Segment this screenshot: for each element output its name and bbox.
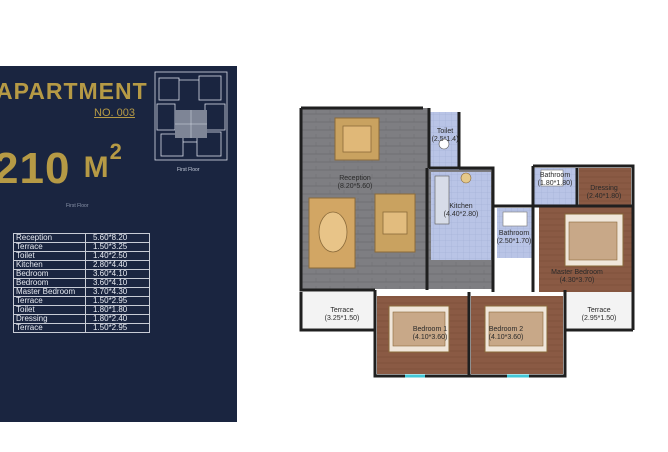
bedroom2-dims: (4.10*3.60) [489,334,524,341]
room-size-cell: 1.50*2.95 [85,323,150,333]
area-readout: 210 M2 [0,139,123,194]
dressing-label: Dressing [590,185,618,192]
kitchen-label: Kitchen [449,203,472,210]
reception-dims: (8.20*5.60) [338,183,373,190]
bedroom2-label: Bedroom 2 [489,326,523,333]
floor-plan: Reception (8.20*5.60) Toilet (2.5*1.4) K… [299,106,635,378]
reception-label: Reception [339,175,371,182]
bedroom1-dims: (4.10*3.60) [413,334,448,341]
area-exponent: 2 [109,139,123,165]
furniture [308,117,624,353]
bathroom2-label: Bathroom [540,172,571,179]
toilet-dims: (2.5*1.4) [432,136,459,143]
area-unit: M [83,151,110,184]
bathroom1-dims: (2.50*1.70) [497,238,532,245]
terrace2-label: Terrace [587,307,610,314]
key-plan-label: First Floor [177,167,200,173]
info-panel: APARTMENT NO. 003 210 M2 First Floor Fir… [0,66,237,422]
terrace1-label: Terrace [330,307,353,314]
page-title: APARTMENT [0,78,148,104]
terrace1-floor [301,292,375,328]
area-value: 210 [0,144,71,193]
master-bedroom-label: Master Bedroom [551,269,603,276]
room-name-cell: Terrace [13,323,86,333]
bathroom1-label: Bathroom [499,230,530,237]
dressing-dims: (2.40*1.80) [587,193,622,200]
dressing-floor [579,168,631,206]
bathroom2-dims: (1.80*1.80) [538,180,573,187]
walls [299,106,635,378]
toilet-label: Toilet [437,128,453,135]
bedroom1-label: Bedroom 1 [413,326,447,333]
key-plan-image [154,71,228,161]
master-bedroom-dims: (4.30*3.70) [560,277,595,284]
floor-caption: First Floor [66,203,89,209]
terrace2-floor [565,292,633,328]
terrace1-dims: (3.25*1.50) [325,315,360,322]
apartment-number: NO. 003 [94,107,135,119]
kitchen-dims: (4.40*2.80) [444,211,479,218]
terrace2-dims: (2.95*1.50) [582,315,617,322]
